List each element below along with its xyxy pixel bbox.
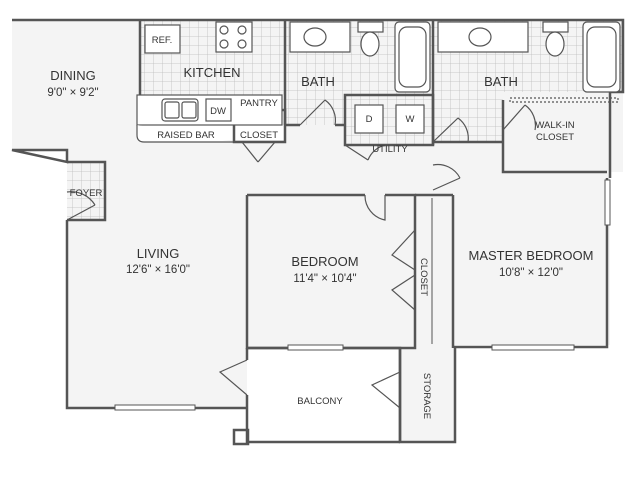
balcony-post bbox=[232, 428, 250, 446]
walk-in-wall bbox=[501, 100, 607, 174]
dining-label: DINING bbox=[50, 68, 96, 83]
utility-label: UTILITY bbox=[372, 144, 408, 155]
washer bbox=[395, 104, 425, 134]
dw-label: DW bbox=[210, 106, 226, 117]
ref-label: REF. bbox=[152, 35, 173, 46]
master-left-wall bbox=[415, 193, 455, 348]
washer-label: W bbox=[406, 114, 415, 125]
bedroom-closet-label: CLOSET bbox=[418, 258, 429, 296]
raised-bar-label: RAISED BAR bbox=[157, 130, 215, 141]
labels: DINING 9'0" × 9'2" KITCHEN REF. DW PANTR… bbox=[47, 35, 593, 419]
foyer-wall bbox=[67, 160, 107, 222]
floors bbox=[12, 20, 623, 442]
outer-wall bbox=[11, 18, 625, 444]
bedroom-wall bbox=[245, 193, 417, 350]
utility-wall bbox=[343, 93, 435, 147]
sink-basin bbox=[181, 101, 197, 119]
foyer-door bbox=[66, 191, 96, 221]
balcony-label: BALCONY bbox=[297, 396, 343, 407]
bath-1-label: BATH bbox=[301, 74, 335, 89]
storage-label: STORAGE bbox=[421, 373, 432, 419]
master-door bbox=[432, 163, 461, 191]
refrigerator bbox=[144, 24, 181, 54]
dryer bbox=[354, 104, 384, 134]
bath-1-door bbox=[299, 99, 337, 126]
tub-inner bbox=[398, 26, 427, 88]
foyer-label: FOYER bbox=[70, 188, 103, 199]
living-dims: 12'6" × 16'0" bbox=[126, 264, 190, 276]
stove-burner bbox=[237, 25, 247, 35]
master-bedroom-dims: 10'8" × 12'0" bbox=[499, 267, 563, 279]
stove-burner bbox=[237, 39, 247, 49]
utility-door bbox=[344, 144, 386, 161]
bath-2-sink bbox=[468, 27, 492, 47]
dishwasher bbox=[205, 98, 232, 122]
dining-dims: 9'0" × 9'2" bbox=[47, 87, 98, 99]
walk-in-label-2: CLOSET bbox=[536, 132, 574, 143]
windows bbox=[114, 179, 611, 411]
bath-2-toilet-tank bbox=[542, 21, 569, 33]
kitchen-closet-door bbox=[241, 141, 276, 163]
walk-in-label-1: WALK-IN bbox=[535, 120, 574, 131]
bath-2-label: BATH bbox=[484, 74, 518, 89]
closet-bi-fold-door bbox=[391, 229, 416, 311]
raised-bar bbox=[136, 125, 234, 143]
living-label: LIVING bbox=[137, 246, 180, 261]
bedroom-dims: 11'4" × 10'4" bbox=[293, 273, 356, 285]
sink-basin bbox=[164, 101, 180, 119]
living-balcony-wall bbox=[245, 348, 400, 444]
bath-2-toilet bbox=[545, 31, 565, 57]
master-side-window bbox=[604, 179, 611, 226]
bath-1-toilet-tank bbox=[357, 21, 384, 33]
master-window bbox=[491, 344, 575, 351]
walk-in-shelf bbox=[509, 97, 619, 103]
pantry-label: PANTRY bbox=[240, 98, 278, 109]
bath-2-door bbox=[432, 117, 469, 143]
stove-burner bbox=[219, 39, 229, 49]
living-window bbox=[114, 404, 196, 411]
kitchen-label: KITCHEN bbox=[183, 65, 240, 80]
bedroom-label: BEDROOM bbox=[291, 254, 358, 269]
kitchen-closet-label: CLOSET bbox=[240, 130, 278, 141]
bedroom-door bbox=[364, 194, 386, 221]
walk-in-closet-floor bbox=[503, 92, 623, 172]
walls bbox=[11, 18, 625, 446]
dryer-label: D bbox=[366, 114, 373, 125]
doors bbox=[66, 99, 537, 409]
storage-door bbox=[370, 371, 401, 409]
balcony-door bbox=[218, 359, 248, 396]
bath-1-sink bbox=[303, 27, 327, 47]
stove-burner bbox=[219, 25, 229, 35]
bedroom-window bbox=[287, 344, 344, 351]
bath-1-toilet bbox=[360, 31, 380, 57]
master-bedroom-label: MASTER BEDROOM bbox=[469, 248, 594, 263]
tub-inner bbox=[586, 26, 617, 88]
walk-in-door bbox=[502, 104, 537, 131]
fixtures bbox=[136, 21, 621, 143]
